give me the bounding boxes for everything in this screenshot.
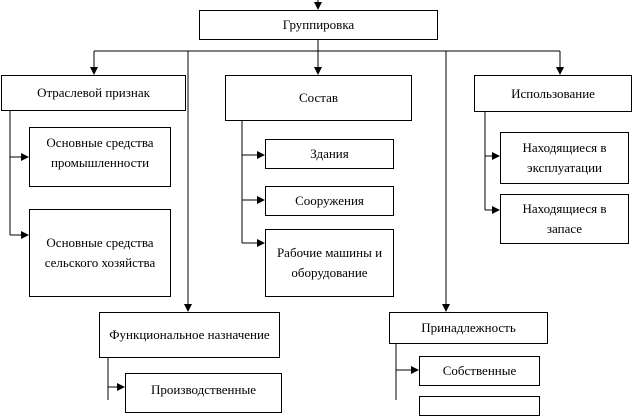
usage-item-label: Находящиеся в запасе: [522, 201, 607, 236]
composition-label: Состав: [298, 90, 338, 105]
composition-item-box: Рабочие машины и оборудование: [265, 229, 394, 297]
usage-item-box: Находящиеся в запасе: [500, 194, 629, 244]
industry-item-label: Основные средства промышленности: [46, 135, 154, 170]
ownership-box: Принадлежность: [389, 312, 548, 344]
composition-item-box: Сооружения: [265, 186, 394, 216]
ownership-label: Принадлежность: [421, 320, 516, 335]
usage-label: Использование: [511, 85, 595, 101]
industry-item-label: Основные средства сельского хозяйства: [44, 235, 156, 270]
usage-item-label: Находящиеся в эксплуатации: [522, 140, 607, 175]
function-item-box: Производственные: [125, 373, 282, 413]
industry-item-box: Основные средства сельского хозяйства: [29, 209, 171, 297]
industry-box: Отраслевой признак: [1, 75, 186, 111]
ownership-item-label: Собственные: [442, 363, 517, 378]
function-label: Функциональное назначение: [109, 327, 270, 342]
function-item-label: Производственные: [151, 382, 256, 397]
composition-box: Состав: [225, 75, 412, 121]
ownership-item-box-partial: [419, 396, 540, 416]
industry-label: Отраслевой признак: [37, 85, 150, 100]
composition-item-label: Здания: [310, 146, 349, 161]
connector-lines: [9, 0, 564, 400]
composition-item-box: Здания: [265, 139, 394, 169]
root-label: Группировка: [282, 17, 355, 32]
function-box: Функциональное назначение: [99, 312, 280, 358]
composition-item-label: Сооружения: [295, 193, 364, 208]
industry-item-box: Основные средства промышленности: [29, 127, 171, 187]
root-box: Группировка: [199, 10, 438, 40]
usage-box: Использование: [474, 75, 632, 112]
usage-item-box: Находящиеся в эксплуатации: [500, 132, 629, 184]
composition-item-label: Рабочие машины и оборудование: [276, 245, 383, 280]
ownership-item-box: Собственные: [419, 356, 540, 386]
